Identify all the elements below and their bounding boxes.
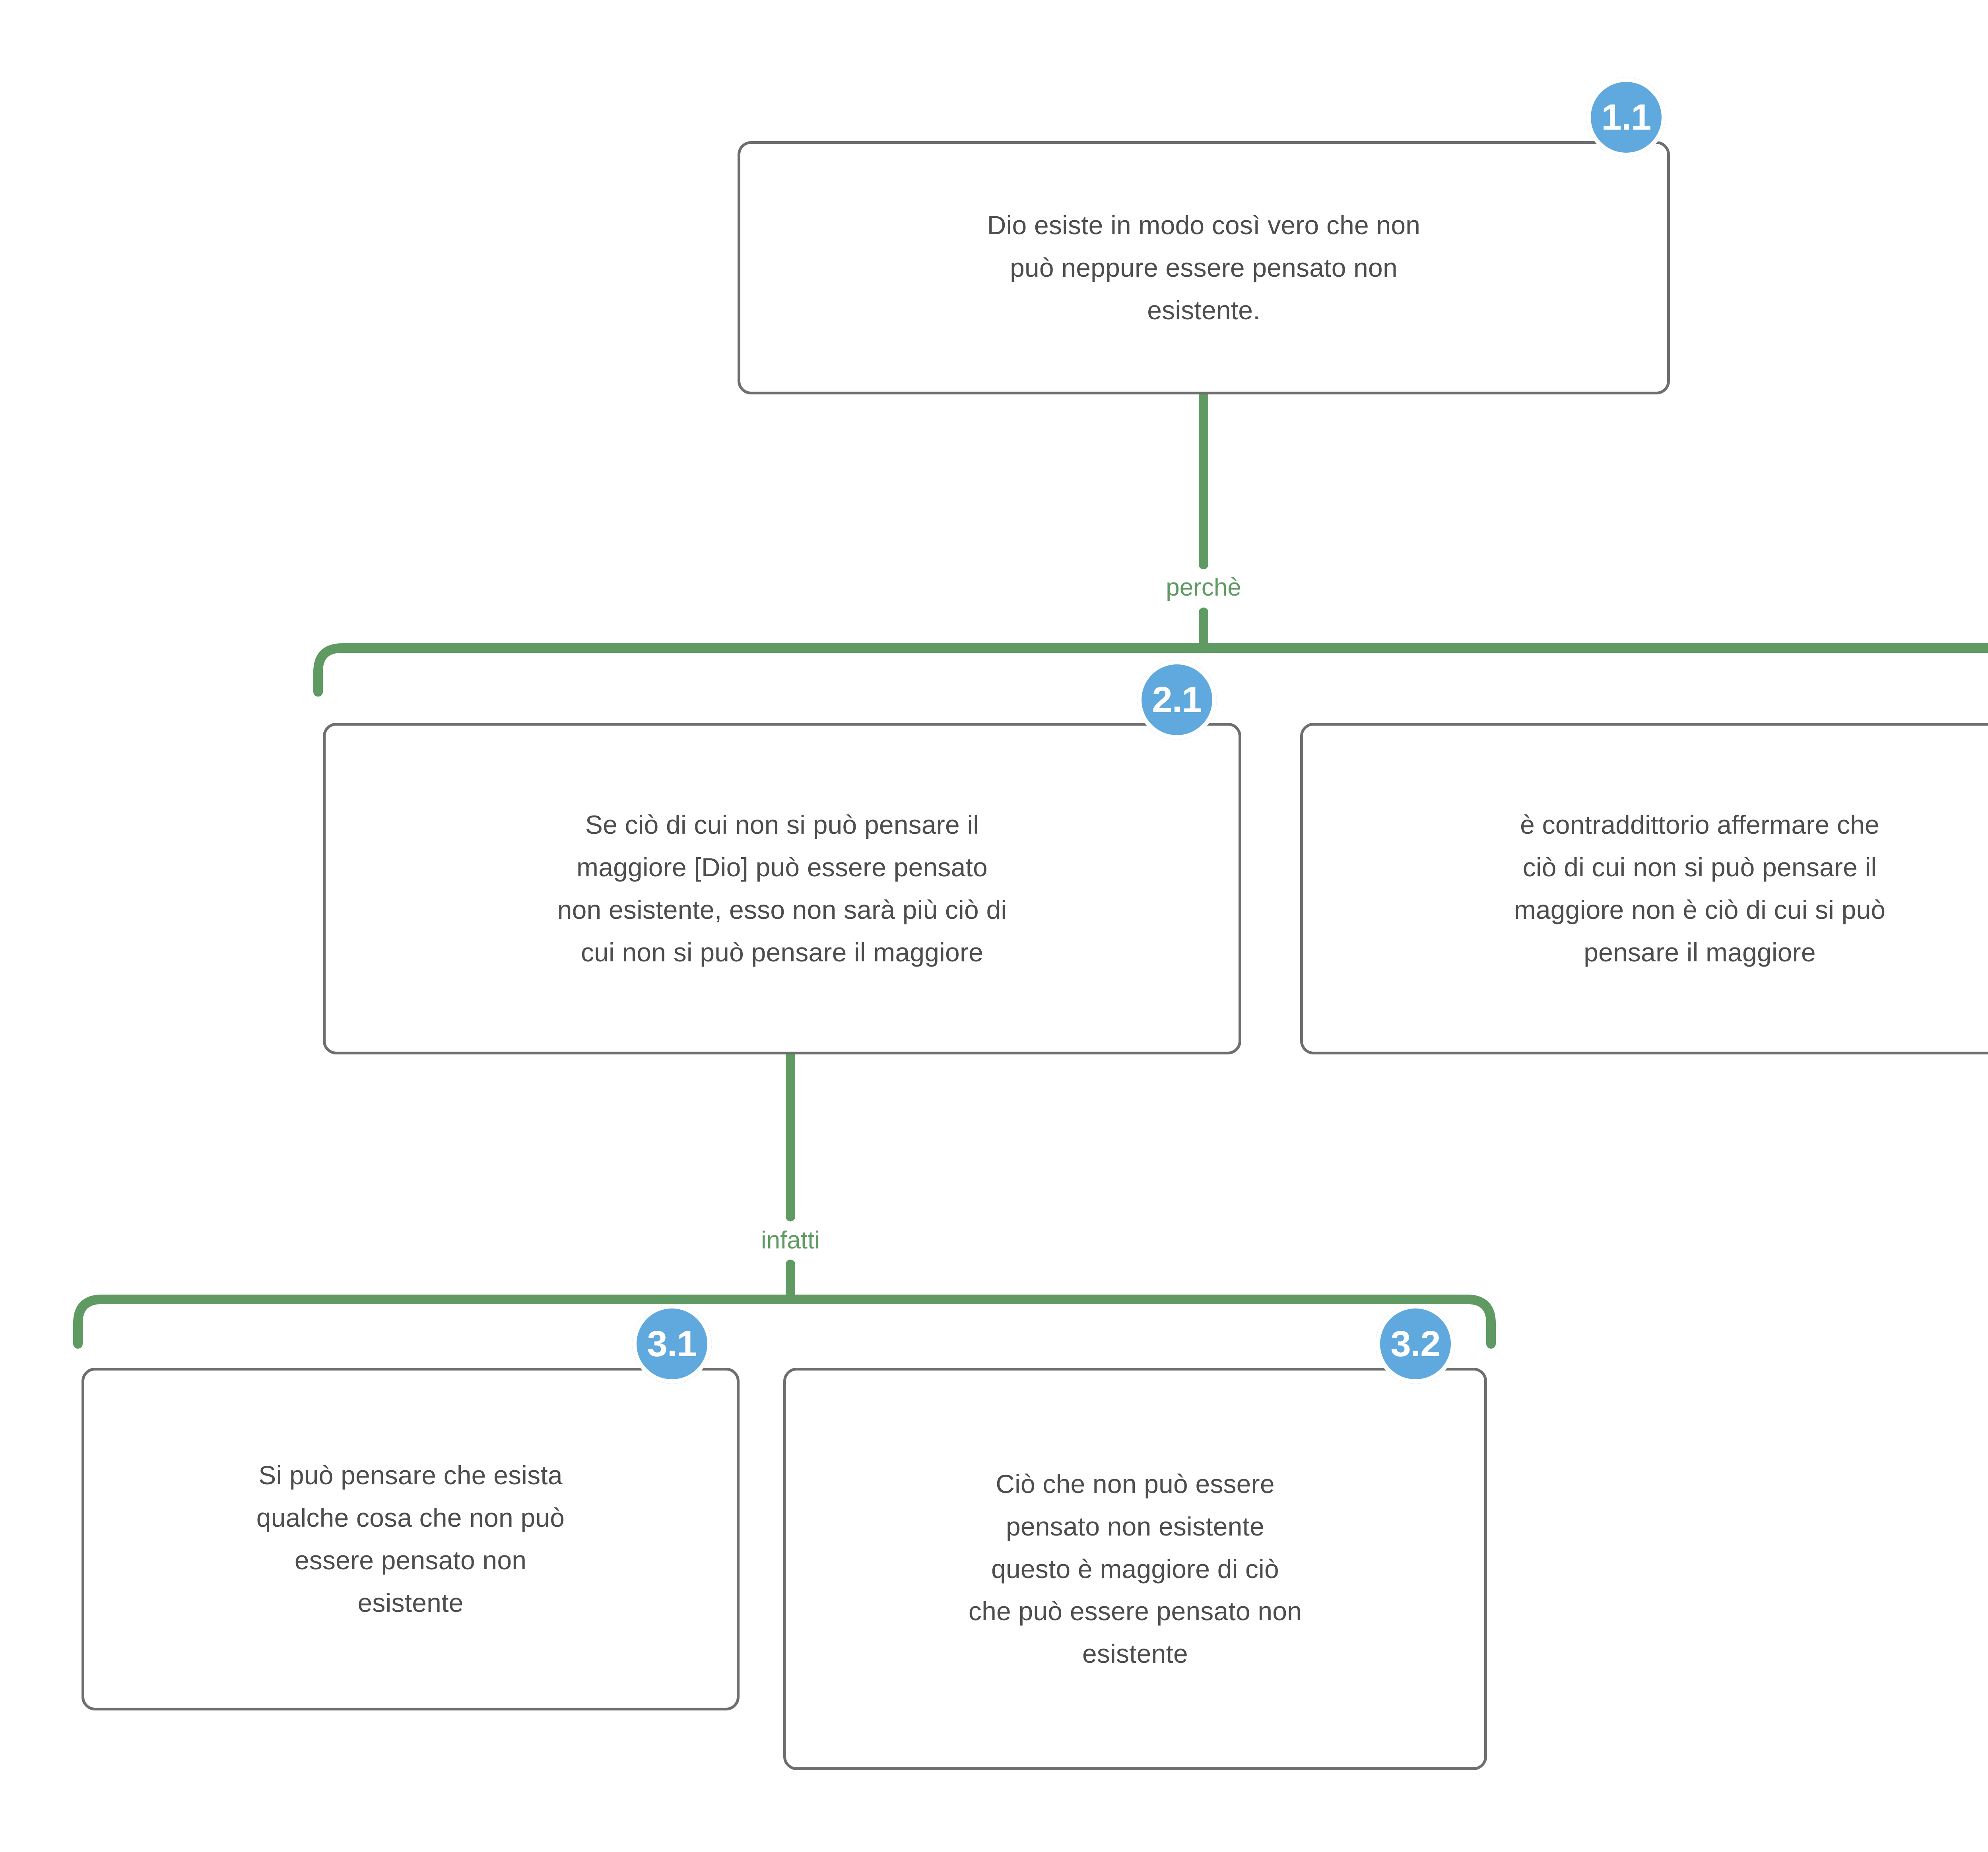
- connector-label-perche: perchè: [1157, 571, 1250, 604]
- node-badge-3-1[interactable]: 3.1: [632, 1304, 712, 1384]
- claim-text-2-1: Se ciò di cui non si può pensare il magg…: [557, 810, 1007, 967]
- node-badge-2-1[interactable]: 2.1: [1137, 660, 1217, 740]
- node-badge-label-2-1: 2.1: [1152, 679, 1202, 720]
- node-badge-1-1[interactable]: 1.1: [1586, 78, 1666, 157]
- claim-text-3-2: Ciò che non può essere pensato non esist…: [968, 1469, 1302, 1669]
- node-badge-label-3-1: 3.1: [647, 1324, 697, 1364]
- claim-text-2-2: è contraddittorio affermare che ciò di c…: [1514, 810, 1886, 967]
- connector-infatti-bracket: [73, 1295, 1496, 1349]
- claim-box-3-2[interactable]: Ciò che non può essere pensato non esist…: [783, 1368, 1487, 1770]
- claim-box-2-2[interactable]: è contraddittorio affermare che ciò di c…: [1300, 723, 1988, 1054]
- claim-box-3-1[interactable]: Si può pensare che esista qualche cosa c…: [82, 1368, 740, 1710]
- node-badge-label-1-1: 1.1: [1601, 97, 1652, 138]
- claim-box-1-1[interactable]: Dio esiste in modo così vero che non può…: [738, 141, 1670, 394]
- claim-box-2-1[interactable]: Se ciò di cui non si può pensare il magg…: [323, 723, 1241, 1054]
- node-badge-3-2[interactable]: 3.2: [1376, 1304, 1455, 1384]
- claim-text-3-1: Si può pensare che esista qualche cosa c…: [256, 1460, 565, 1617]
- claim-text-1-1: Dio esiste in modo così vero che non può…: [987, 210, 1421, 325]
- connector-label-infatti: infatti: [752, 1224, 829, 1257]
- node-badge-label-3-2: 3.2: [1390, 1324, 1441, 1364]
